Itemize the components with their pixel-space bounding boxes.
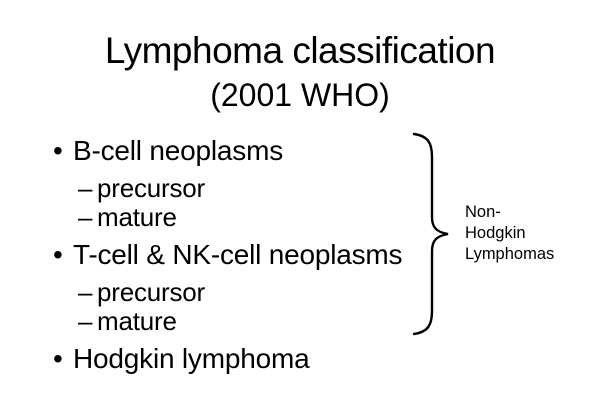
bullet-icon: • [53, 343, 63, 374]
list-item: –precursor [48, 175, 428, 202]
bullet-list: •B-cell neoplasms–precursor–mature•T-cel… [48, 136, 428, 374]
slide-subtitle: (2001 WHO) [210, 77, 390, 113]
list-item-label: mature [97, 202, 177, 232]
list-item: • T-cell & NK-cell neoplasms [48, 240, 428, 270]
dash-icon: – [78, 277, 93, 307]
list-item-label: precursor [97, 173, 206, 203]
list-item-label: precursor [97, 277, 206, 307]
list-item: –mature [48, 204, 428, 231]
dash-icon: – [78, 202, 93, 232]
slide-title: Lymphoma classification [104, 30, 496, 71]
list-item: • B-cell neoplasms [48, 136, 428, 166]
bullet-icon: • [53, 239, 63, 270]
list-item-label: Hodgkin lymphoma [73, 343, 310, 374]
dash-icon: – [78, 306, 93, 336]
list-item: • Hodgkin lymphoma [48, 344, 428, 374]
list-item-label: mature [97, 306, 177, 336]
right-brace-icon [412, 132, 449, 336]
list-item: –precursor [48, 279, 428, 306]
list-item-label: B-cell neoplasms [73, 135, 283, 166]
list-item-label: T-cell & NK-cell neoplasms [73, 239, 403, 270]
dash-icon: – [78, 173, 93, 203]
bullet-icon: • [53, 135, 63, 166]
list-item: –mature [48, 308, 428, 335]
brace-label: Non- Hodgkin Lymphomas [465, 203, 555, 263]
